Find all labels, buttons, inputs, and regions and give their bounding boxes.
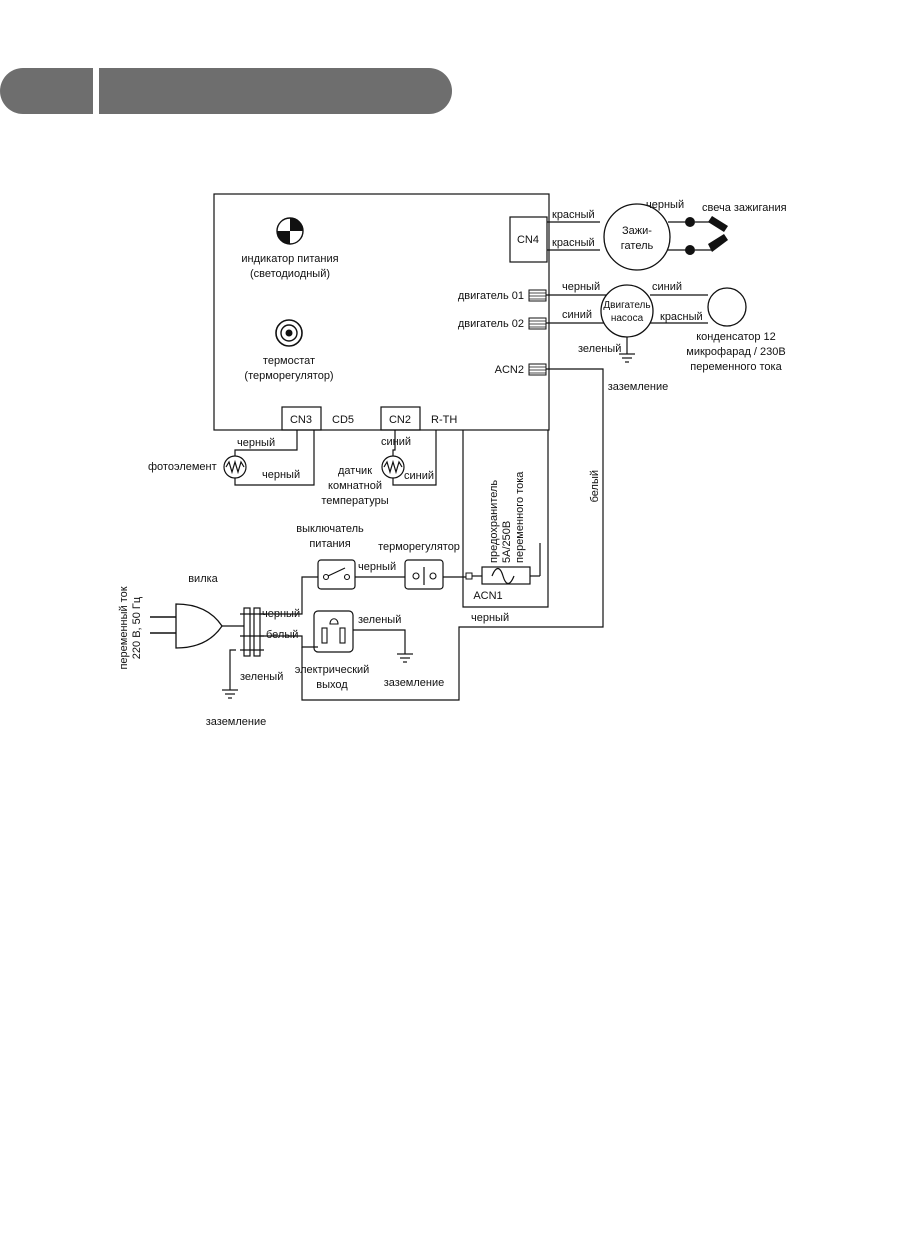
igniter-circle	[603, 203, 671, 271]
cn3-label: CN3	[290, 414, 312, 426]
plug-icon	[150, 603, 264, 657]
header-tab-right	[99, 68, 452, 114]
cn2-connector	[380, 406, 421, 431]
wire-label-black-switch: черный	[358, 561, 396, 573]
motor02-label: двигатель 02	[458, 318, 524, 330]
spark-plug-label: свеча зажигания	[702, 202, 787, 214]
capacitor-label-3: переменного тока	[690, 361, 782, 373]
thermostat-label-2: (терморегулятор)	[244, 370, 333, 382]
motor01-label: двигатель 01	[458, 290, 524, 302]
power-indicator-icon	[276, 217, 304, 245]
fuse-label-2: 5А/250В	[501, 521, 513, 563]
acn2-connector	[528, 363, 547, 376]
wire-label-black-top: черный	[646, 199, 684, 211]
ac-label-2: 220 В, 50 Гц	[131, 596, 143, 659]
motor01-connector	[528, 289, 547, 302]
ground-pump-label: заземление	[608, 381, 669, 393]
cn4-connector	[509, 216, 548, 263]
thermoregulator-icon	[412, 567, 437, 585]
fuse-label-3: переменного тока	[514, 471, 526, 563]
ac-label-1: переменный ток	[118, 586, 130, 669]
wire-label-blue-cn2: синий	[381, 436, 411, 448]
cn2-label: CN2	[389, 414, 411, 426]
cd5-label: CD5	[332, 414, 354, 426]
wire-label-black-plug: черный	[262, 608, 300, 620]
cn4-label: CN4	[517, 234, 539, 246]
wire-label-black-bottom: черный	[471, 612, 509, 624]
wire-label-white-plug: белый	[266, 629, 298, 641]
wire-label-blue-sensor: синий	[404, 470, 434, 482]
plug-ground-icon	[222, 689, 238, 699]
pump-label-2: насоса	[611, 313, 644, 324]
photocell-icon	[223, 455, 247, 479]
wire-label-red-right: красный	[660, 311, 703, 323]
outlet-ground-icon	[397, 653, 413, 663]
header-tab-left	[0, 68, 93, 114]
capacitor-label-2: микрофарад / 230В	[686, 346, 785, 358]
rth-label: R-TH	[431, 414, 457, 426]
switch-label-2: питания	[309, 538, 350, 550]
ground-plug-label: заземление	[206, 716, 267, 728]
wire-label-red-1: красный	[552, 209, 595, 221]
power-switch-icon	[322, 567, 351, 581]
outlet-icon	[321, 618, 346, 644]
capacitor-label-1: конденсатор 12	[696, 331, 776, 343]
section-header-bar	[0, 68, 452, 114]
pump-ground-icon	[619, 353, 635, 363]
cn3-connector	[281, 406, 322, 431]
electrical-outlet-box	[313, 610, 354, 653]
ground-outlet-label: заземление	[384, 677, 445, 689]
sensor-label-3: температуры	[321, 495, 388, 507]
sensor-label-1: датчик	[338, 465, 372, 477]
acn1-label: ACN1	[473, 590, 502, 602]
wire-label-black-photo: черный	[262, 469, 300, 481]
indicator-label-1: индикатор питания	[241, 253, 338, 265]
fuse-label-1: предохранитель	[488, 480, 500, 563]
wire-label-red-2: красный	[552, 237, 595, 249]
thermostat-label-1: термостат	[263, 355, 315, 367]
indicator-label-2: (светодиодный)	[250, 268, 330, 280]
thermostat-icon	[275, 319, 303, 347]
pump-label-1: Двигатель	[603, 300, 650, 311]
spark-terminal-2	[685, 245, 695, 255]
switch-label-1: выключатель	[296, 523, 364, 535]
thermoregulator-box	[404, 559, 444, 590]
wire-label-green-outlet: зеленый	[358, 614, 401, 626]
pump-motor-circle	[600, 284, 654, 338]
wire-label-blue-motor: синий	[562, 309, 592, 321]
motor02-connector	[528, 317, 547, 330]
temperature-sensor-icon	[381, 455, 405, 479]
thermoregulator-label: терморегулятор	[378, 541, 460, 553]
spark-plug-icon	[708, 216, 728, 252]
igniter-label-2: гатель	[621, 240, 654, 252]
capacitor-circle	[707, 287, 747, 327]
fuse-box	[481, 566, 531, 585]
wire-label-green-plug: зеленый	[240, 671, 283, 683]
control-board	[213, 193, 550, 431]
outlet-label-2: выход	[316, 679, 348, 691]
white-right-label: белый	[589, 470, 601, 502]
acn2-label: ACN2	[495, 364, 524, 376]
photocell-label: фотоэлемент	[148, 461, 217, 473]
igniter-label-1: Зажи-	[622, 225, 652, 237]
power-switch-box	[317, 559, 356, 590]
wire-label-black-cn3: черный	[237, 437, 275, 449]
fuse-icon	[491, 567, 515, 585]
plug-label: вилка	[188, 573, 218, 585]
wire-label-black-motor: черный	[562, 281, 600, 293]
spark-terminal-1	[685, 217, 695, 227]
green-pump-label: зеленый	[578, 343, 621, 355]
sensor-label-2: комнатной	[328, 480, 382, 492]
outlet-label-1: электрический	[295, 664, 370, 676]
wire-label-blue-right: синий	[652, 281, 682, 293]
